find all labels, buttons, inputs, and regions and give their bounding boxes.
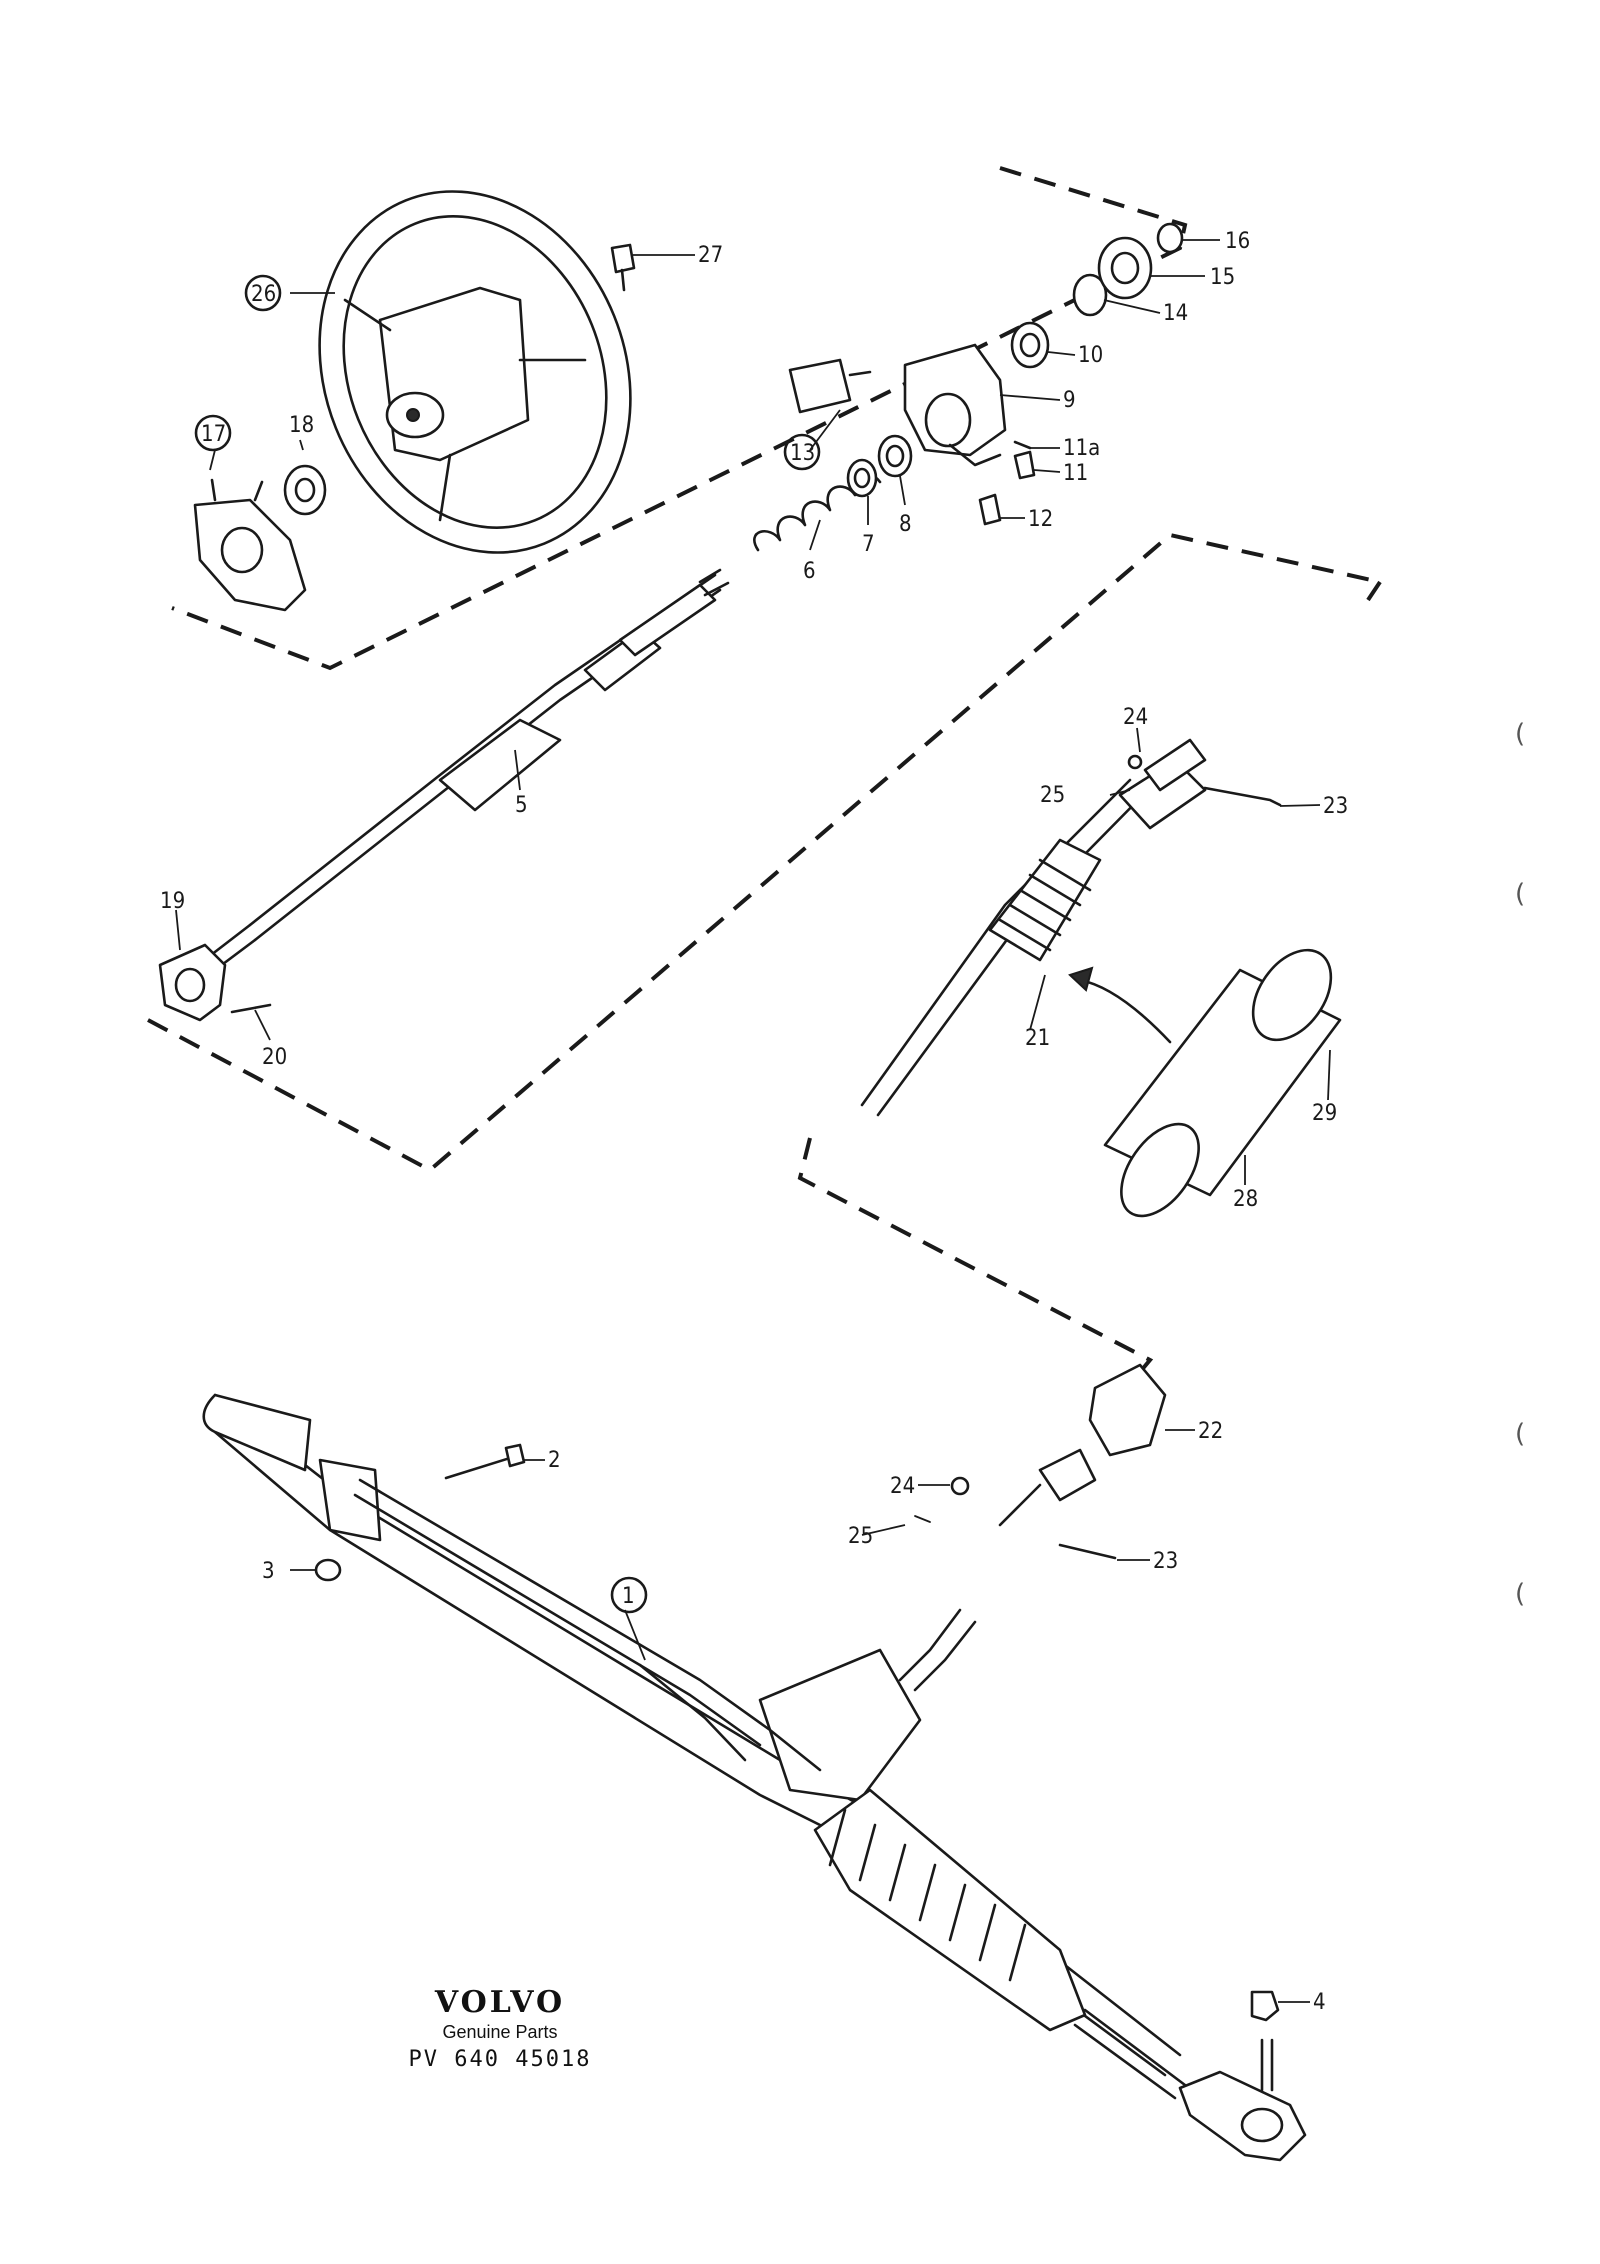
screw-20 bbox=[230, 1003, 272, 1014]
callout-23-upper: 23 bbox=[1323, 794, 1348, 819]
fitting-arrow bbox=[1068, 966, 1172, 1044]
brand-tagline: Genuine Parts bbox=[442, 2022, 558, 2042]
callout-25-upper: 25 bbox=[1040, 783, 1065, 808]
group-outline-middle bbox=[147, 532, 1382, 1173]
bushing-18 bbox=[283, 464, 327, 516]
callout-8: 8 bbox=[899, 512, 912, 537]
bolt-2 bbox=[444, 1443, 526, 1480]
callout-7: 7 bbox=[862, 532, 875, 557]
callout-1: 1 bbox=[622, 1584, 635, 1609]
callout-11: 11 bbox=[1063, 461, 1088, 486]
screw-11a bbox=[1013, 440, 1032, 450]
nut-4 bbox=[1250, 1990, 1280, 2022]
callout-18: 18 bbox=[289, 413, 314, 438]
screw-11 bbox=[1013, 450, 1036, 480]
callout-16: 16 bbox=[1225, 229, 1250, 254]
group-outline-lower bbox=[797, 1137, 1154, 1374]
lower-universal-joint-22 bbox=[914, 1363, 1167, 1560]
callout-15: 15 bbox=[1210, 265, 1235, 290]
intermediate-shaft-21 bbox=[860, 758, 1207, 1117]
lock-housing-9 bbox=[903, 343, 1007, 467]
callout-28: 28 bbox=[1233, 1187, 1258, 1212]
callout-labels: 27 26 16 15 14 10 9 11a 11 12 13 7 8 6 1… bbox=[160, 229, 1348, 2015]
callout-circles bbox=[194, 274, 821, 1614]
callout-14: 14 bbox=[1163, 301, 1188, 326]
callout-2: 2 bbox=[548, 1448, 561, 1473]
callout-9: 9 bbox=[1063, 388, 1076, 413]
margin-mark: ( bbox=[1515, 879, 1525, 909]
bracket-19 bbox=[158, 943, 227, 1022]
bushing-8 bbox=[877, 434, 913, 478]
callout-13: 13 bbox=[790, 441, 815, 466]
clip-16 bbox=[1156, 222, 1184, 254]
callout-27: 27 bbox=[698, 243, 723, 268]
screw-12 bbox=[978, 493, 1002, 526]
volvo-parts-logo: VOLVO Genuine Parts PV 640 45018 bbox=[400, 1985, 600, 2072]
steering-wheel bbox=[318, 190, 632, 554]
bearing-10 bbox=[1010, 321, 1050, 369]
margin-marks: ( ( ( ( bbox=[1515, 719, 1525, 1609]
callout-19: 19 bbox=[160, 889, 185, 914]
brand-name: VOLVO bbox=[434, 1985, 566, 2020]
washer-7 bbox=[846, 458, 878, 498]
callout-12: 12 bbox=[1028, 507, 1053, 532]
tie-rod-end bbox=[1178, 2038, 1307, 2162]
callout-23-lower: 23 bbox=[1153, 1549, 1178, 1574]
callout-29: 29 bbox=[1312, 1101, 1337, 1126]
margin-mark: ( bbox=[1515, 1579, 1525, 1609]
callout-20: 20 bbox=[262, 1045, 287, 1070]
callout-6: 6 bbox=[803, 559, 816, 584]
margin-mark: ( bbox=[1515, 1419, 1525, 1449]
callout-5: 5 bbox=[515, 793, 528, 818]
tie-rod bbox=[1073, 2008, 1187, 2100]
ring-14 bbox=[1072, 273, 1108, 317]
callout-21: 21 bbox=[1025, 1026, 1050, 1051]
upper-universal-joint bbox=[1127, 738, 1282, 807]
leader-lines bbox=[175, 239, 1331, 2003]
callout-25-lower: 25 bbox=[848, 1524, 873, 1549]
rack-bellows bbox=[813, 1788, 1087, 2032]
diagram-code: PV 640 45018 bbox=[408, 2047, 592, 2072]
callout-4: 4 bbox=[1313, 1990, 1326, 2015]
margin-mark: ( bbox=[1515, 719, 1525, 749]
group-outline-upper bbox=[171, 166, 1188, 671]
screw-27 bbox=[610, 243, 636, 292]
callout-22: 22 bbox=[1198, 1419, 1223, 1444]
callout-17: 17 bbox=[201, 422, 226, 447]
callout-10: 10 bbox=[1078, 343, 1103, 368]
cover-clamp-29 bbox=[1251, 948, 1333, 1042]
callout-3: 3 bbox=[262, 1559, 275, 1584]
callout-26: 26 bbox=[251, 282, 276, 307]
callout-24-lower: 24 bbox=[890, 1474, 915, 1499]
steering-column-shaft-5 bbox=[248, 568, 730, 942]
nut-3 bbox=[314, 1558, 342, 1582]
mounting-plate-17 bbox=[193, 478, 307, 612]
callout-24-upper: 24 bbox=[1123, 705, 1148, 730]
callout-11a: 11a bbox=[1063, 436, 1100, 461]
bearing-15 bbox=[1097, 236, 1153, 300]
ignition-switch-13 bbox=[788, 358, 872, 414]
